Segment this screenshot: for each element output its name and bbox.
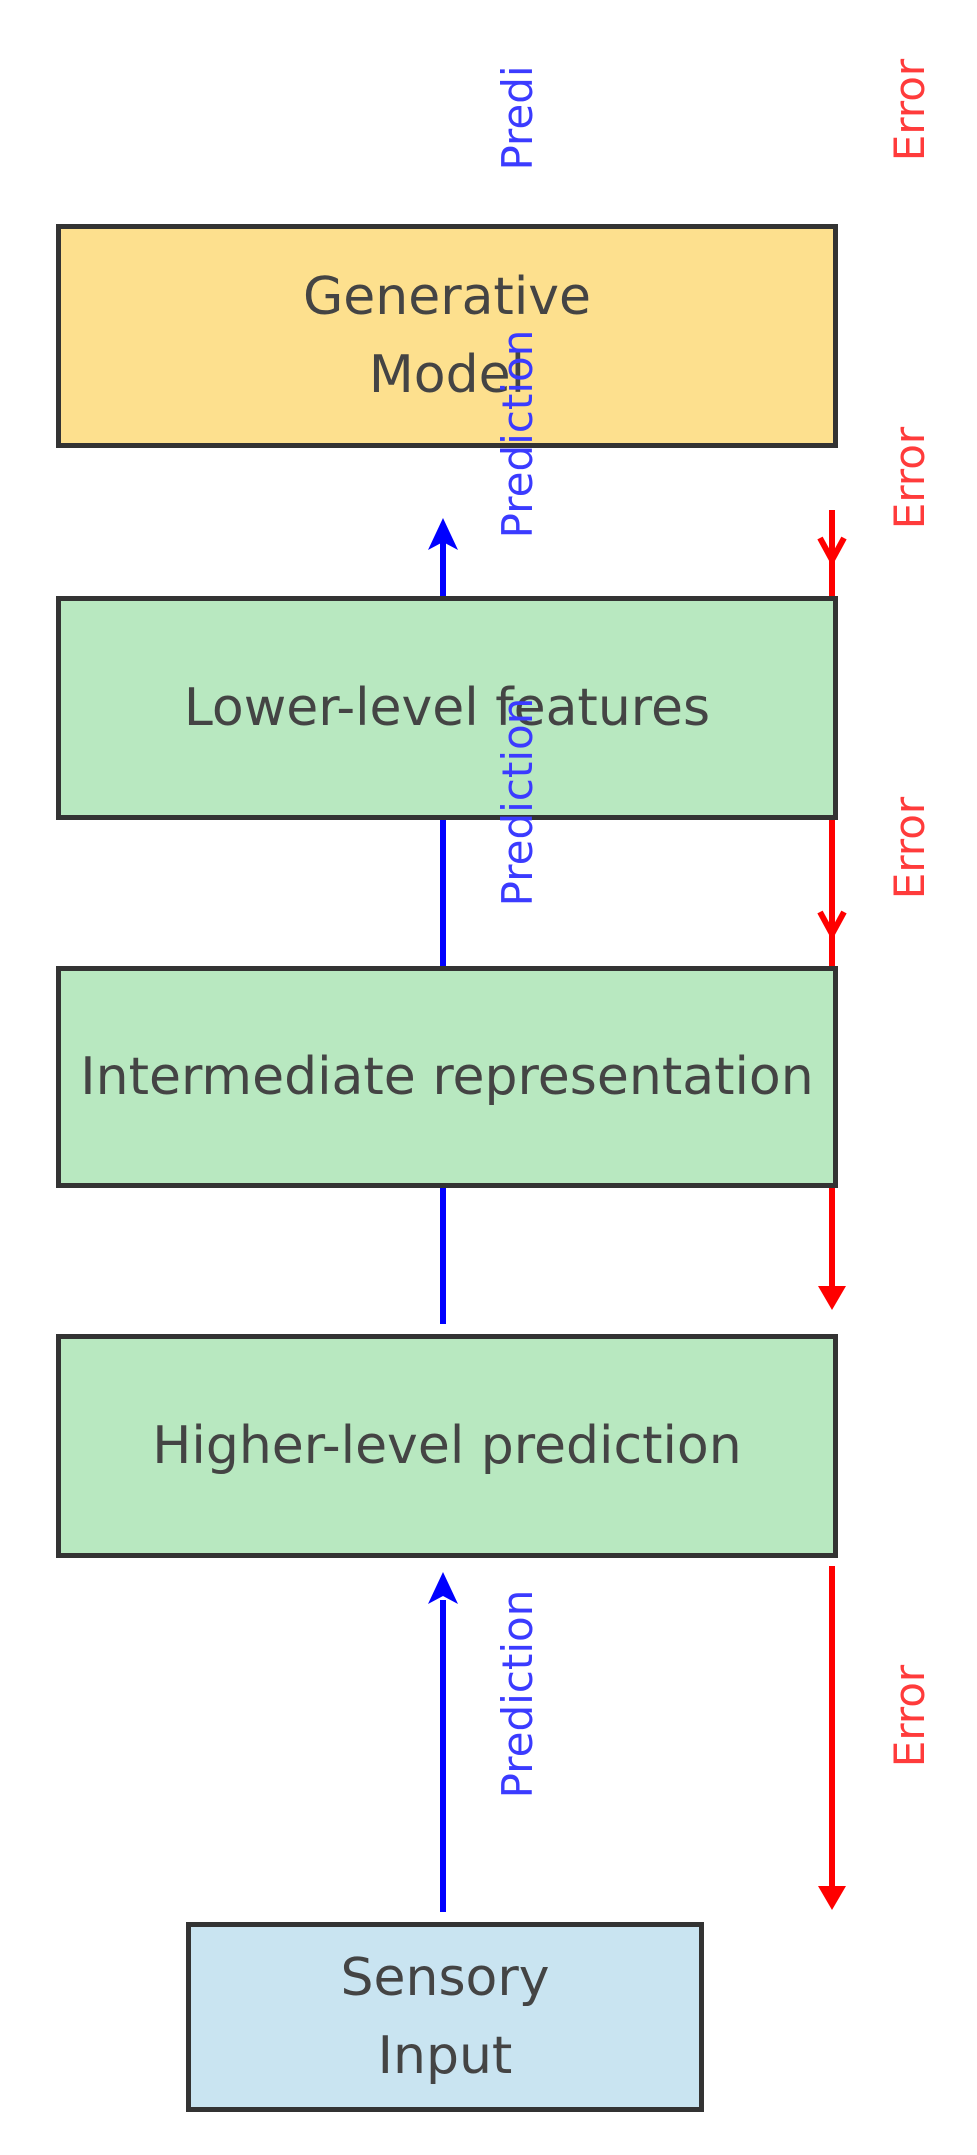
- generative-model-label: Generative Model: [302, 267, 592, 405]
- lower-level-features-label: Lower-level features: [183, 678, 711, 738]
- prediction-label-2: Prediction: [493, 697, 542, 907]
- error-label-3: Error: [885, 796, 934, 900]
- prediction-arrow-sensory-to-higher: [428, 1572, 458, 1912]
- error-arrow-lower: [818, 1566, 846, 1910]
- intermediate-representation-label: Intermediate representation: [80, 1047, 814, 1107]
- lower-level-features-box: Lower-level features: [56, 596, 838, 820]
- intermediate-representation-box: Intermediate representation: [56, 966, 838, 1188]
- prediction-label-1: Prediction: [493, 329, 542, 539]
- higher-level-prediction-box: Higher-level prediction: [56, 1334, 838, 1558]
- prediction-label-3: Prediction: [493, 1589, 542, 1799]
- prediction-label-top-clipped: Predi: [493, 65, 542, 171]
- error-label-2: Error: [885, 426, 934, 530]
- error-label-4: Error: [885, 1664, 934, 1768]
- error-label-1: Error: [885, 58, 934, 162]
- sensory-input-box: Sensory Input: [186, 1922, 704, 2112]
- higher-level-prediction-label: Higher-level prediction: [152, 1416, 742, 1476]
- generative-model-box: Generative Model: [56, 224, 838, 448]
- sensory-input-label: Sensory Input: [340, 1948, 550, 2086]
